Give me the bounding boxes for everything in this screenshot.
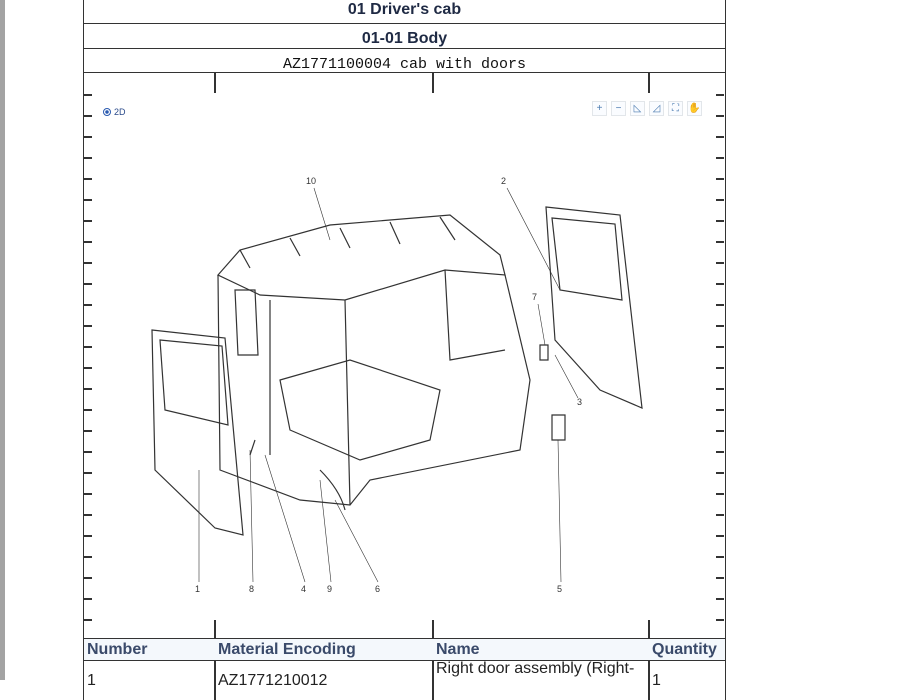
ruler-tick [84, 94, 92, 96]
ruler-tick [716, 472, 724, 474]
mode-2d-radio[interactable]: 2D [103, 107, 126, 117]
ruler-tick [716, 514, 724, 516]
ruler-tick [84, 535, 92, 537]
callout-3[interactable]: 3 [577, 397, 582, 407]
ruler-tick [716, 367, 724, 369]
cell-name: Right door assembly (Right- [436, 660, 635, 677]
parts-table: 01 Driver's cab 01-01 Body AZ1771100004 … [83, 0, 726, 700]
ruler-tick [84, 598, 92, 600]
divider [648, 73, 650, 93]
ruler-tick [84, 577, 92, 579]
subsection-title: 01-01 Body [84, 24, 725, 49]
ruler-tick [716, 157, 724, 159]
ruler-tick [716, 325, 724, 327]
scrollbar-track[interactable] [0, 0, 5, 680]
ruler-tick [716, 535, 724, 537]
divider [214, 73, 216, 93]
viewer-toolbar: + − ◺ ◿ ⛶ ✋ [592, 101, 702, 116]
table-header: Number Material Encoding Name Quantity [84, 638, 725, 661]
rotate-left-icon[interactable]: ◺ [630, 101, 645, 116]
ruler-tick [716, 94, 724, 96]
ruler-tick [84, 136, 92, 138]
ruler-tick [84, 493, 92, 495]
callout-6[interactable]: 6 [375, 584, 380, 594]
cab-drawing[interactable]: 10 2 7 3 1 8 4 9 6 5 [0, 0, 920, 680]
mode-label: 2D [114, 107, 126, 117]
pan-icon[interactable]: ✋ [687, 101, 702, 116]
callout-10[interactable]: 10 [306, 176, 316, 186]
col-material: Material Encoding [218, 641, 356, 658]
fit-icon[interactable]: ⛶ [668, 101, 683, 116]
ruler-tick [84, 157, 92, 159]
ruler-tick [84, 241, 92, 243]
callout-8[interactable]: 8 [249, 584, 254, 594]
ruler-tick [84, 556, 92, 558]
ruler-tick [84, 367, 92, 369]
rotate-right-icon[interactable]: ◿ [649, 101, 664, 116]
radio-icon [103, 108, 111, 116]
col-number: Number [87, 641, 148, 658]
ruler-tick [84, 304, 92, 306]
ruler-tick [84, 472, 92, 474]
ruler-tick [84, 115, 92, 117]
callout-5[interactable]: 5 [557, 584, 562, 594]
ruler-tick [84, 262, 92, 264]
ruler-tick [716, 577, 724, 579]
ruler-tick [84, 514, 92, 516]
ruler-tick [84, 619, 92, 621]
ruler-tick [716, 199, 724, 201]
ruler-tick [84, 388, 92, 390]
ruler-tick [716, 178, 724, 180]
ruler-tick [716, 115, 724, 117]
section-title: 01 Driver's cab [84, 0, 725, 24]
ruler-tick [716, 388, 724, 390]
callout-2[interactable]: 2 [501, 176, 506, 186]
col-name: Name [436, 641, 480, 658]
ruler-tick [716, 346, 724, 348]
ruler-tick [84, 430, 92, 432]
ruler-tick [716, 409, 724, 411]
callout-7[interactable]: 7 [532, 292, 537, 302]
ruler-tick [716, 304, 724, 306]
ruler-tick [716, 430, 724, 432]
ruler-tick [716, 598, 724, 600]
ruler-tick [84, 451, 92, 453]
ruler-tick [716, 220, 724, 222]
ruler-tick [716, 556, 724, 558]
ruler-tick [84, 178, 92, 180]
ruler-tick [84, 283, 92, 285]
callout-1[interactable]: 1 [195, 584, 200, 594]
col-quantity: Quantity [652, 641, 717, 658]
ruler-tick [716, 241, 724, 243]
zoom-in-icon[interactable]: + [592, 101, 607, 116]
part-title: AZ1771100004 cab with doors [84, 50, 725, 73]
ruler-tick [84, 325, 92, 327]
ruler-tick [716, 283, 724, 285]
divider [432, 73, 434, 93]
ruler-tick [716, 262, 724, 264]
callout-9[interactable]: 9 [327, 584, 332, 594]
ruler-tick [84, 220, 92, 222]
ruler-tick [84, 346, 92, 348]
zoom-out-icon[interactable]: − [611, 101, 626, 116]
ruler-tick [716, 451, 724, 453]
callout-4[interactable]: 4 [301, 584, 306, 594]
ruler-tick [716, 136, 724, 138]
ruler-tick [84, 199, 92, 201]
ruler-tick [716, 493, 724, 495]
ruler-tick [84, 409, 92, 411]
ruler-tick [716, 619, 724, 621]
